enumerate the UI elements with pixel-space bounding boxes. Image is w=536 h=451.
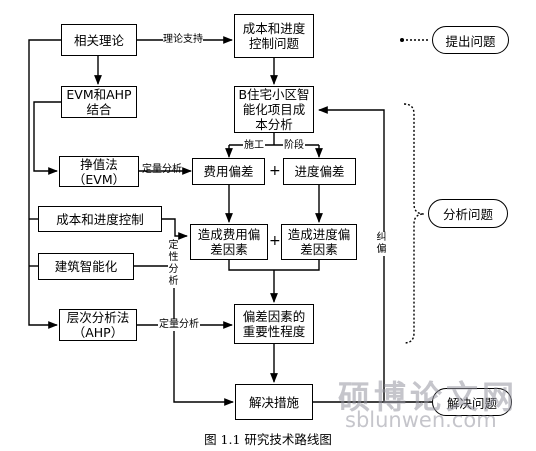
node-cost-deviation-factors: 造成费用偏 差因素	[190, 224, 268, 260]
node-raise-problem: 提出问题	[432, 26, 509, 54]
dotted-brace-analyze	[403, 103, 425, 344]
edge-qualitative-to-solution	[134, 265, 234, 406]
watermark-url: sblunwen.com	[345, 408, 497, 432]
edge-control-to-factors	[162, 218, 188, 240]
node-evm-ahp: EVM和AHP 结合	[61, 86, 137, 118]
node-analyze-problem: 分析问题	[428, 199, 508, 228]
edge-evmahp-to-evm	[33, 101, 61, 175]
edge-correction-feedback	[318, 106, 385, 402]
node-building-intelligence: 建筑智能化	[38, 253, 134, 280]
node-schedule-deviation: 进度偏差	[283, 158, 356, 185]
watermark-title: 硕博论文网	[338, 378, 519, 416]
node-b-project-analysis: B住宅小区智 能化项目成 本分析	[234, 86, 314, 133]
plus-sign-deviation: +	[269, 163, 281, 179]
node-evm-method: 挣值法 （EVM）	[59, 156, 139, 187]
node-factor-importance: 偏差因素的 重要性程度	[234, 304, 314, 344]
node-schedule-deviation-factors: 造成进度偏 差因素	[281, 224, 357, 260]
node-related-theory: 相关理论	[61, 24, 137, 56]
label-correction: 纠偏	[376, 232, 387, 256]
edge-theory-left-bracket	[28, 39, 61, 329]
node-ahp-method: 层次分析法 （AHP）	[59, 309, 137, 341]
plus-sign-factors: +	[269, 233, 281, 249]
node-cost-schedule-problem: 成本和进度 控制问题	[234, 14, 314, 58]
figure-caption: 图 1.1 研究技术路线图	[204, 432, 332, 447]
node-solve-problem: 解决问题	[432, 388, 512, 416]
node-cost-deviation: 费用偏差	[192, 158, 265, 185]
label-quantitative-evm: 定量分析	[142, 164, 182, 175]
label-stage: 阶段	[283, 140, 305, 152]
label-quantitative-ahp: 定量分析	[158, 319, 200, 331]
label-construction: 施工	[243, 140, 265, 152]
node-cost-schedule-control: 成本和进度控制	[38, 206, 162, 232]
node-solution-measures: 解决措施	[235, 384, 313, 420]
label-theory-support: 理论支持	[163, 34, 203, 46]
label-qualitative: 定性分析	[168, 240, 179, 288]
